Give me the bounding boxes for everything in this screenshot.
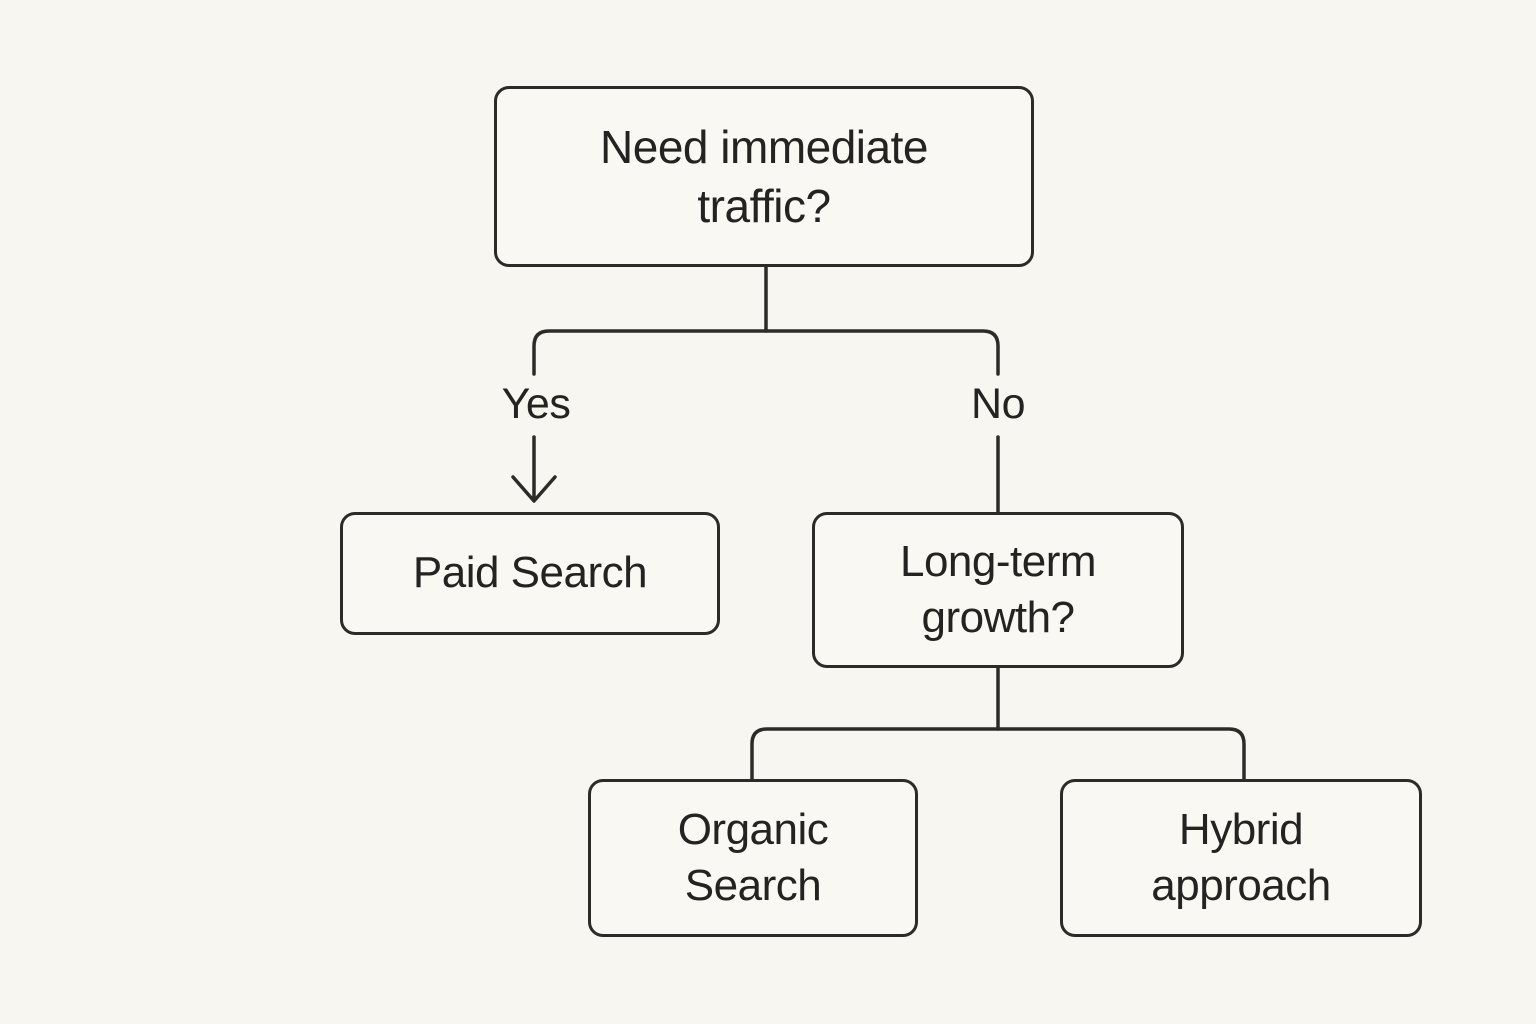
node-long-term-growth: Long-term growth?: [812, 512, 1184, 668]
node-label: Long-term growth?: [899, 536, 1097, 642]
edge-branch-bottom: [750, 727, 1246, 781]
node-need-immediate-traffic: Need immediate traffic?: [494, 86, 1034, 267]
node-hybrid-approach: Hybrid approach: [1060, 779, 1422, 937]
node-label: Need immediate traffic?: [600, 120, 928, 232]
node-label: Organic Search: [677, 804, 829, 910]
edge-label-no: No: [971, 380, 1025, 428]
edge-branch-top: [532, 329, 1000, 376]
node-label: Hybrid approach: [1151, 804, 1331, 910]
yes-arrow-head-icon: [511, 475, 557, 503]
edge-label-yes: Yes: [501, 380, 571, 428]
node-label: Paid Search: [412, 548, 648, 598]
node-paid-search: Paid Search: [340, 512, 720, 635]
node-organic-search: Organic Search: [588, 779, 918, 937]
